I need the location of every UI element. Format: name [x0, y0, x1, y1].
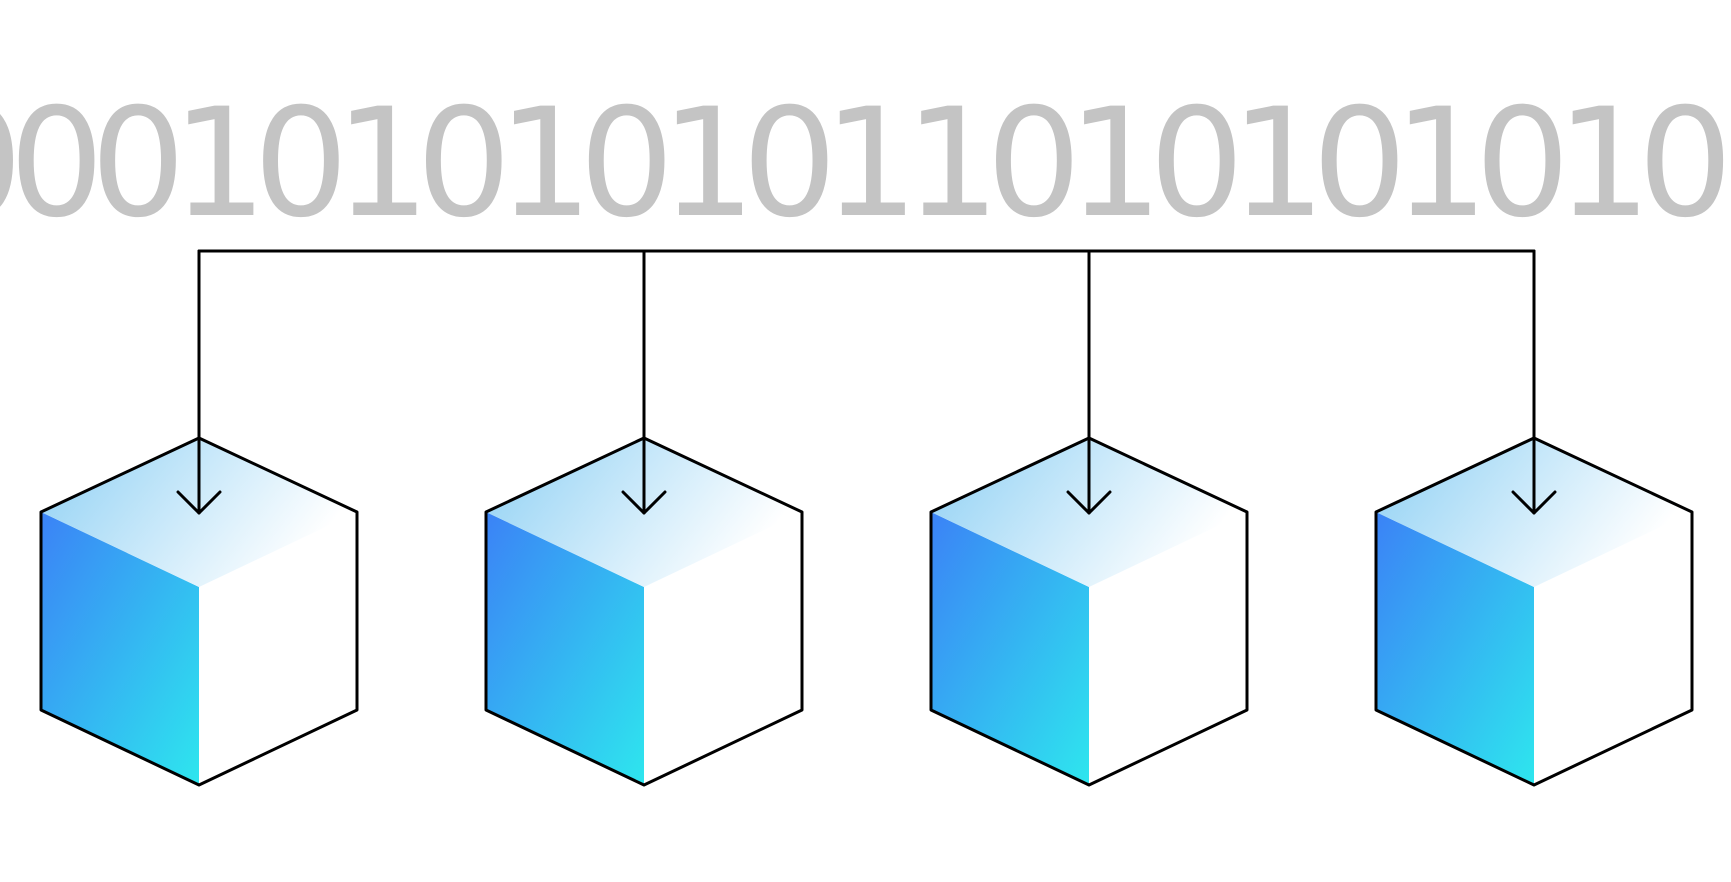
block-left-face — [931, 512, 1089, 785]
block-3 — [929, 249, 1249, 787]
block-4 — [1374, 249, 1694, 787]
binary-string-label: 1000101010101101010101011 — [0, 77, 1731, 251]
block-left-face — [41, 512, 199, 785]
block-outline — [929, 436, 1249, 787]
block-right-face — [1089, 512, 1247, 785]
block-outline — [484, 436, 804, 787]
block-row — [39, 249, 1694, 787]
block-2 — [484, 249, 804, 787]
block-outline — [39, 436, 359, 787]
block-1 — [39, 249, 359, 787]
arrow-head-icon — [176, 490, 222, 515]
block-outline — [1374, 436, 1694, 787]
block-right-face — [1534, 512, 1692, 785]
block-right-face — [199, 512, 357, 785]
block-left-face — [486, 512, 644, 785]
arrow-head-icon — [621, 490, 667, 515]
block-left-face — [1376, 512, 1534, 785]
arrow-head-icon — [1066, 490, 1112, 515]
arrow-head-icon — [1511, 490, 1557, 515]
block-right-face — [644, 512, 802, 785]
